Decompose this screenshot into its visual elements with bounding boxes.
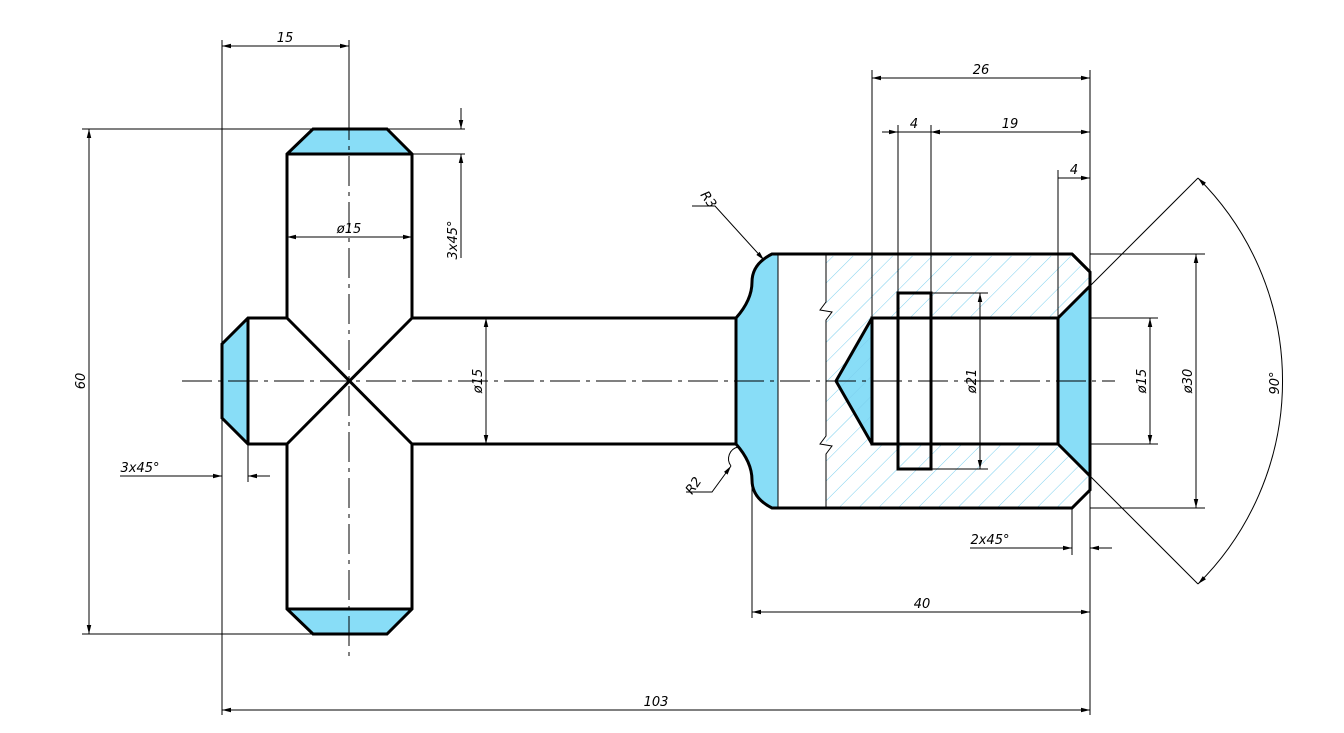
- hatch-section: [826, 256, 1090, 508]
- dim-2x45: 2x45°: [970, 533, 1009, 548]
- dim-phi15-shaft: ø15: [471, 369, 486, 395]
- dimension-lines: [86, 43, 1283, 713]
- dim-3x45-top: 3x45°: [446, 220, 461, 259]
- dim-60: 60: [74, 373, 89, 390]
- dim-4-right: 4: [1070, 163, 1078, 178]
- break-line: [819, 254, 833, 508]
- dim-phi15-crossbar: ø15: [336, 222, 362, 237]
- dim-phi30: ø30: [1181, 369, 1196, 395]
- dim-phi21: ø21: [965, 369, 980, 395]
- dim-3x45-left: 3x45°: [120, 461, 159, 476]
- dim-90-deg: 90°: [1268, 371, 1283, 394]
- dim-26: 26: [973, 63, 990, 78]
- dim-103: 103: [644, 695, 669, 710]
- crossbar-bottom-outline: [285, 444, 414, 636]
- center-lines: [182, 110, 1115, 660]
- dim-15-top: 15: [277, 31, 294, 46]
- dim-phi15-bore: ø15: [1135, 369, 1150, 395]
- dim-R3: R3: [697, 189, 719, 212]
- dim-R2: R2: [683, 475, 705, 498]
- extension-lines: [82, 40, 1205, 715]
- dimension-labels: 15 60 ø15 3x45° 3x45° ø15 R3 R2 26 4 19 …: [74, 31, 1283, 710]
- dim-4-slot: 4: [910, 117, 918, 132]
- dim-19: 19: [1002, 117, 1019, 132]
- dim-40: 40: [914, 597, 931, 612]
- top-chamfer-fill: [287, 129, 412, 154]
